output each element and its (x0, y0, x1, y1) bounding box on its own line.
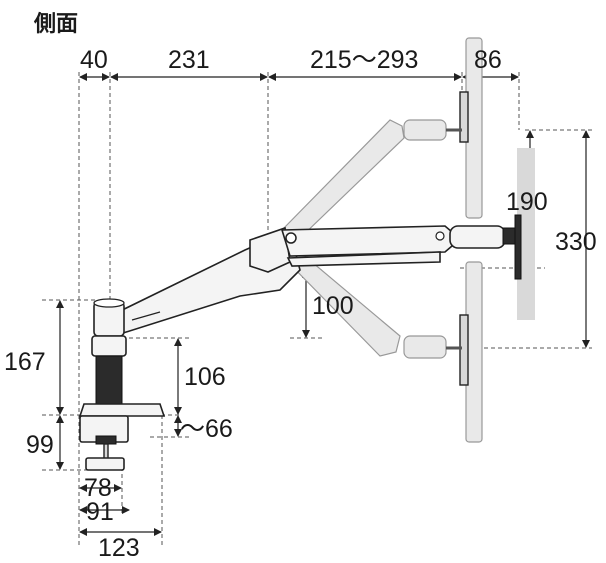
lower-arm-ghost (285, 251, 462, 359)
extension-arm (108, 226, 301, 335)
dim-106: 106 (184, 363, 226, 391)
dim-100: 100 (312, 292, 354, 320)
tilt-pivot (449, 214, 522, 280)
dim-190: 190 (506, 188, 548, 216)
dynamic-arm (280, 225, 453, 267)
dim-231: 231 (168, 46, 210, 74)
upper-arm-ghost (281, 119, 462, 241)
dim-215-293: 215〜293 (310, 46, 418, 74)
dim-167: 167 (4, 348, 46, 376)
dim-91: 91 (86, 498, 114, 526)
dim-66: 〜66 (180, 415, 233, 443)
diagram-title: 側面 (34, 12, 79, 37)
dim-123: 123 (98, 534, 140, 562)
dimension-labels: 40 231 215〜293 86 190 330 100 167 106 〜6… (4, 46, 597, 562)
monitor-ghost-lower (459, 261, 483, 443)
desk-clamp (79, 415, 129, 471)
dim-78: 78 (84, 474, 112, 502)
monitor-ghost-upper (459, 37, 483, 219)
dim-40: 40 (80, 46, 108, 74)
dim-86: 86 (474, 46, 502, 74)
dim-99: 99 (26, 431, 54, 459)
mount-pole (78, 298, 166, 417)
dim-330: 330 (555, 228, 597, 256)
